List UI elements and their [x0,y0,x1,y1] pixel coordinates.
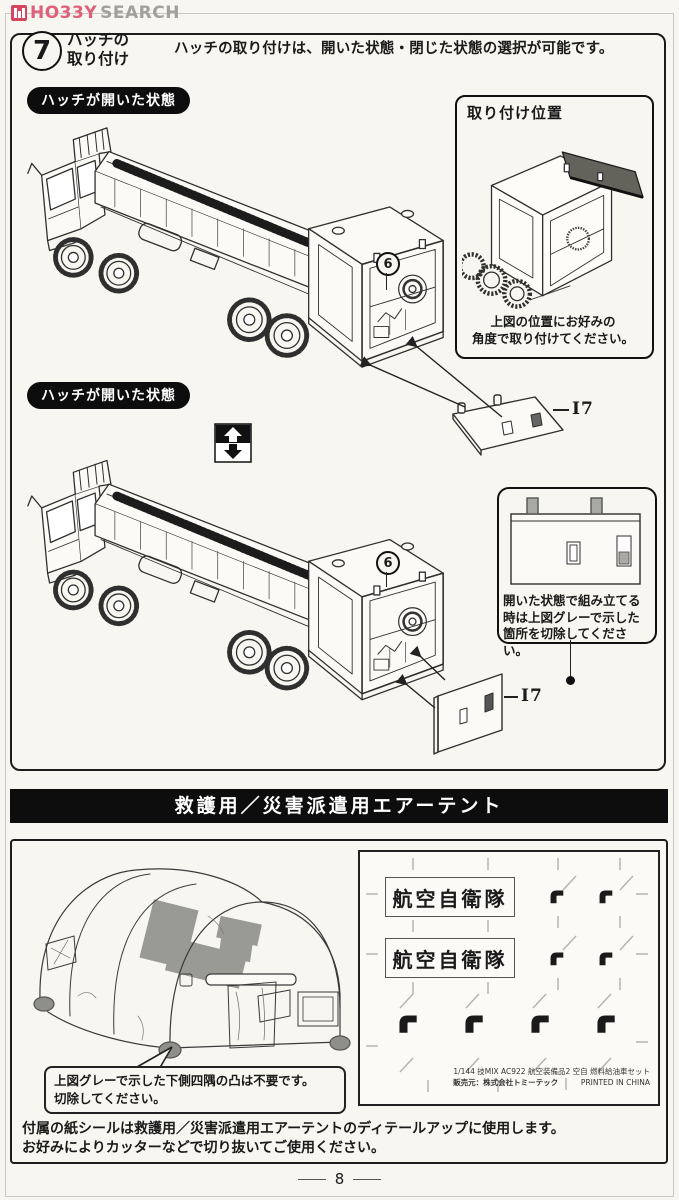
hobby-search-logo: HO33Y SEARCH [11,3,180,23]
callout-dot [566,676,575,685]
position-guide-box [455,95,654,359]
updown-arrow-icon [214,423,252,463]
page-number-dash [353,1178,382,1180]
state-label-open-bottom: ハッチが開いた状態 [27,382,190,409]
corner-mark-sticker [550,890,564,904]
step-number-badge: 7 [22,31,62,71]
corner-mark-sticker [597,1015,615,1033]
step-title-line1: ハッチの [67,31,130,49]
jasdf-sticker-label-1: 航空自衛隊 [385,877,515,917]
cut-note-text: 開いた状態で組み立てる 時は上図グレーで示した 箇所を切除してください。 [503,593,641,658]
callout-line [570,640,571,678]
tent-section-box [10,839,668,1164]
step-title-line2: 取り付け [67,50,130,69]
jasdf-sticker-label-2: 航空自衛隊 [385,938,515,978]
sticker-sheet-footer: 1/144 技MIX AC922 航空装備品2 空自 燃料給油車セット 販売元：… [453,1067,650,1088]
hatch-part-illustration-top [452,394,564,456]
position-guide-caption: 上図の位置にお好みの 角度で取り付けてください。 [471,314,635,346]
corner-mark-sticker [599,952,613,966]
hatch-part-illustration-bottom [433,673,503,755]
state-label-open-top: ハッチが開いた状態 [27,87,190,114]
attachment-arrows-bottom [395,645,446,709]
page-number: 8 [0,1170,679,1188]
position-guide-illustration [462,151,644,309]
part-label-dash [553,409,569,411]
callout-line [386,572,387,587]
step7-section-box [10,33,666,771]
part-callout-6-bottom: 6 [376,551,400,575]
section-header-bar: 救護用／災害派遣用エアーテント [10,789,668,823]
corner-mark-sticker [599,890,613,904]
corner-mark-sticker [531,1015,549,1033]
part-callout-6-top: 6 [376,252,400,276]
air-tent-illustration [33,868,351,1059]
brand-text-hobby: HO33Y [30,3,98,23]
part-label-dash [504,696,518,698]
hobby-search-icon [11,5,27,21]
cut-note-box [497,487,657,644]
hatch-cut-diagram [510,497,641,585]
page-number-dash [297,1178,326,1180]
step-title: ハッチの 取り付け [67,31,129,70]
callout-line [386,273,387,290]
attachment-arrows-top [359,335,503,418]
sticker-crop-marks [366,858,648,1092]
position-guide-title: 取り付け位置 [467,104,564,122]
sticker-usage-note: 付属の紙シールは救護用／災害派遣用エアーテントのディテールアップに使用します。 … [22,1121,565,1156]
brand-text-search: SEARCH [100,3,180,23]
corner-mark-sticker [550,952,564,966]
part-label-i7-bottom: I7 [521,686,543,706]
cutoff-note-bubble: 上図グレーで示した下側四隅の凸は不要です。 切除してください。 [44,1066,346,1114]
part-label-i7-top: I7 [572,399,594,419]
corner-mark-sticker [399,1015,417,1033]
step-intro-text: ハッチの取り付けは、開いた状態・閉じた状態の選択が可能です。 [174,41,614,57]
corner-mark-sticker [465,1015,483,1033]
